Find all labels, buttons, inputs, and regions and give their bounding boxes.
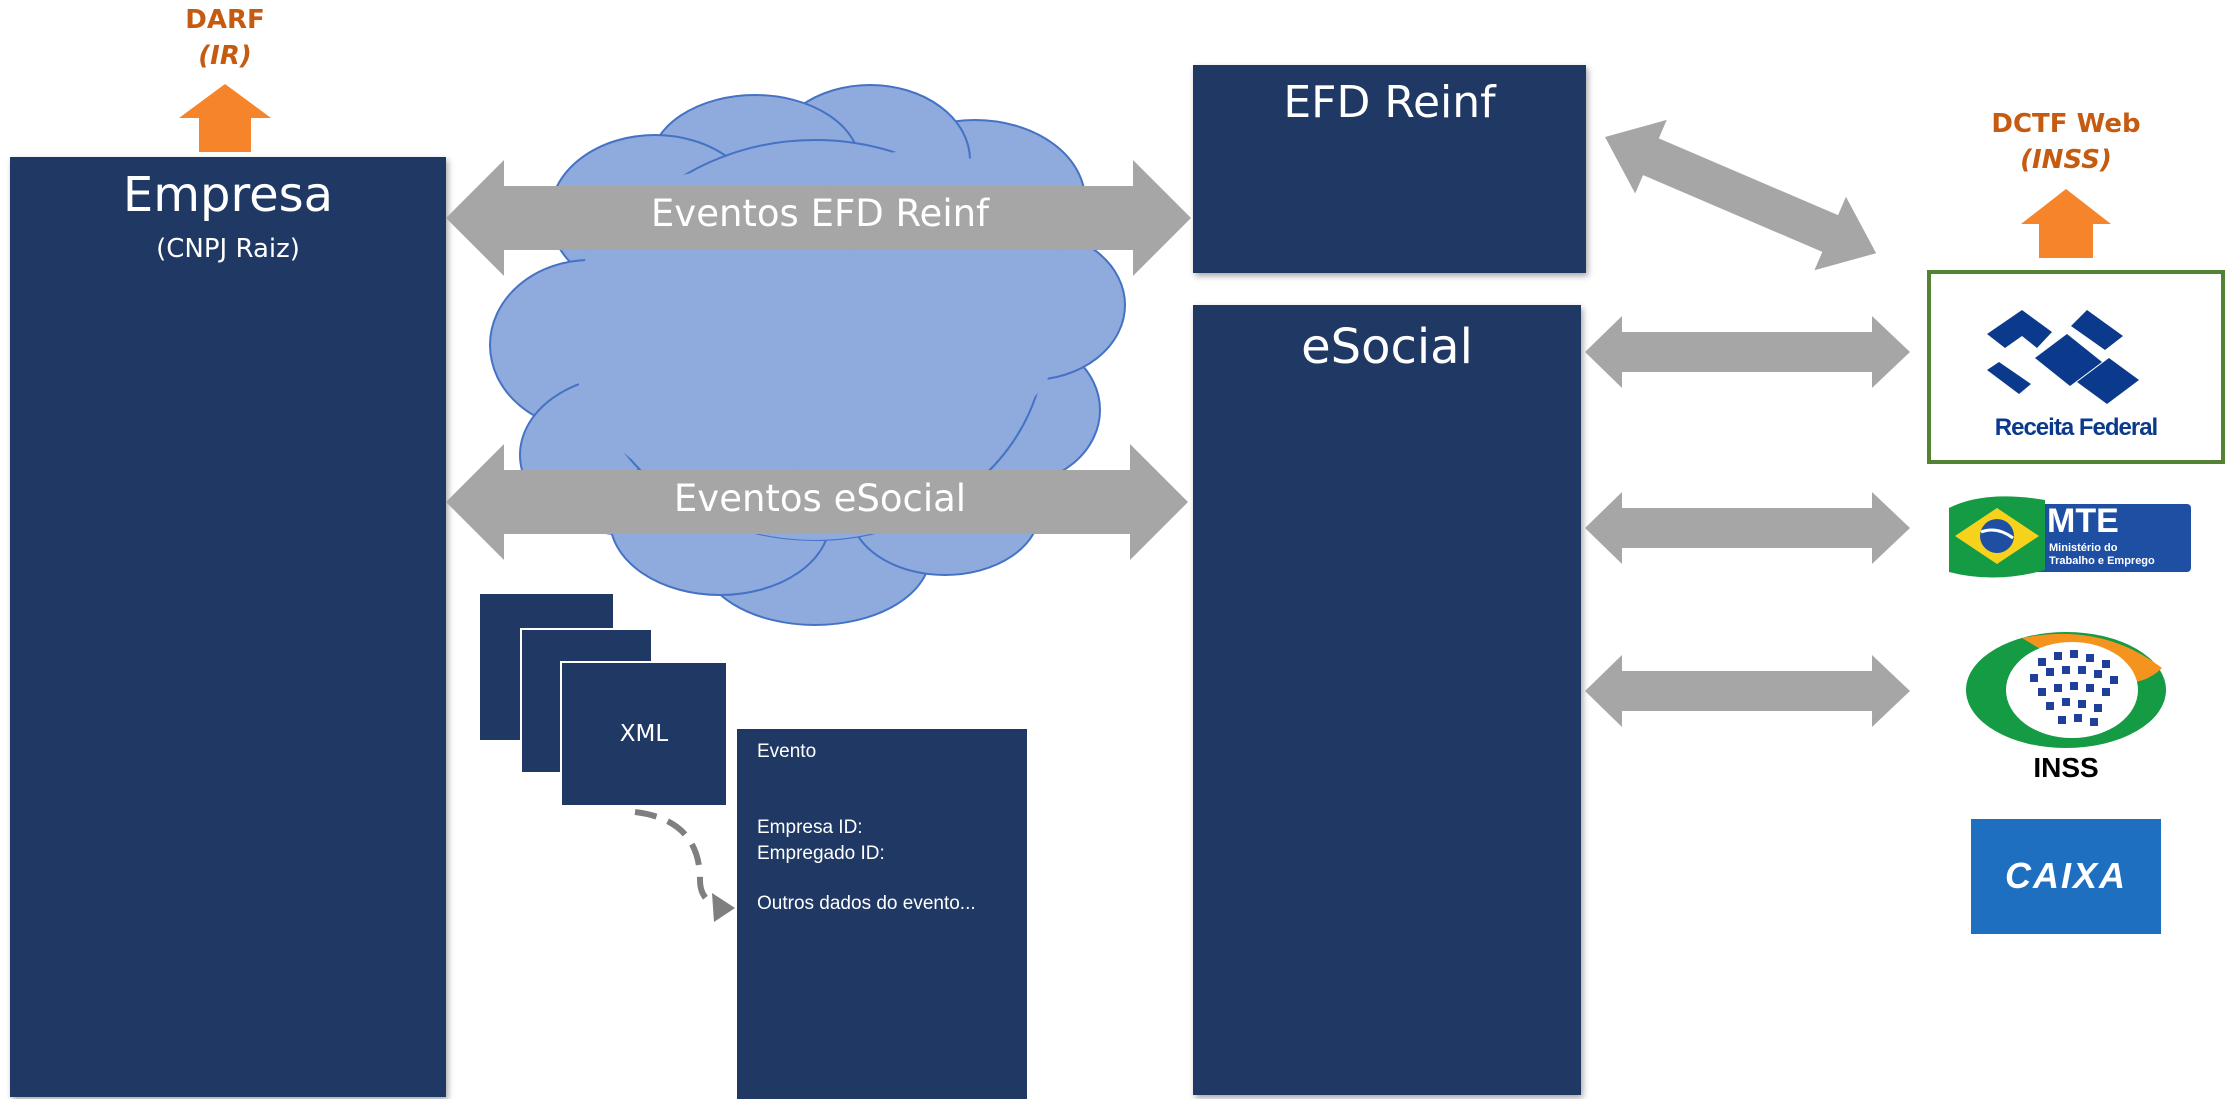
efd-receita-arrow [1605, 119, 1877, 271]
evento-outros: Outros dados do evento... [757, 893, 976, 914]
esocial-events-label: Eventos eSocial [673, 477, 967, 520]
esocial-mte-arrow [1585, 492, 1910, 564]
dctf-sub: (INSS) [2020, 145, 2112, 175]
receita-federal-logo: Receita Federal [1927, 270, 2225, 464]
efd-reinf-title: EFD Reinf [1283, 77, 1496, 128]
efd-reinf-box: EFD Reinf [1193, 65, 1586, 273]
esocial-box: eSocial [1193, 305, 1581, 1095]
xml-sheet-front: XML [560, 661, 728, 807]
darf-label: DARF (IR) [145, 2, 305, 74]
darf-up-arrow [179, 84, 271, 152]
esocial-receita-arrow [1585, 316, 1910, 388]
connector-arrowhead [712, 893, 735, 922]
darf-sub: (IR) [198, 41, 252, 71]
dctf-label: DCTF Web (INSS) [1960, 106, 2172, 178]
caixa-logo: CAIXA [1971, 819, 2161, 934]
mte-logo: MTE Ministério do Trabalho e Emprego [1945, 494, 2191, 578]
receita-federal-text: Receita Federal [1994, 414, 2158, 441]
esocial-inss-arrow [1585, 655, 1910, 727]
esocial-title: eSocial [1301, 319, 1473, 375]
efd-events-arrow [446, 160, 1191, 276]
inss-logo: INSS [1962, 628, 2170, 788]
dctf-up-arrow [2021, 189, 2111, 258]
inss-text: INSS [2033, 752, 2099, 783]
evento-card: Evento Empresa ID: Empregado ID: Outros … [737, 729, 1027, 1099]
mte-line2: Trabalho e Emprego [2049, 555, 2155, 567]
evento-empresa-id: Empresa ID: [757, 817, 863, 838]
brazil-flag-icon [1949, 496, 2045, 578]
dctf-title: DCTF Web [1991, 109, 2141, 139]
mte-line1: Ministério do [2049, 542, 2118, 554]
evento-title: Evento [757, 741, 817, 762]
empresa-title: Empresa [122, 167, 334, 223]
xml-to-evento-connector [634, 809, 729, 911]
inss-emblem-icon [1966, 632, 2166, 748]
caixa-text: CAIXA [2004, 855, 2127, 896]
efd-events-label: Eventos EFD Reinf [650, 192, 990, 235]
xml-label: XML [619, 721, 669, 747]
evento-empregado-id: Empregado ID: [757, 843, 885, 864]
empresa-box: Empresa (CNPJ Raiz) [10, 157, 446, 1097]
receita-emblem-icon [1987, 310, 2139, 404]
mte-abbr: MTE [2047, 502, 2119, 540]
empresa-subtitle: (CNPJ Raiz) [156, 234, 300, 264]
darf-title: DARF [185, 5, 265, 35]
esocial-events-arrow [446, 444, 1188, 560]
